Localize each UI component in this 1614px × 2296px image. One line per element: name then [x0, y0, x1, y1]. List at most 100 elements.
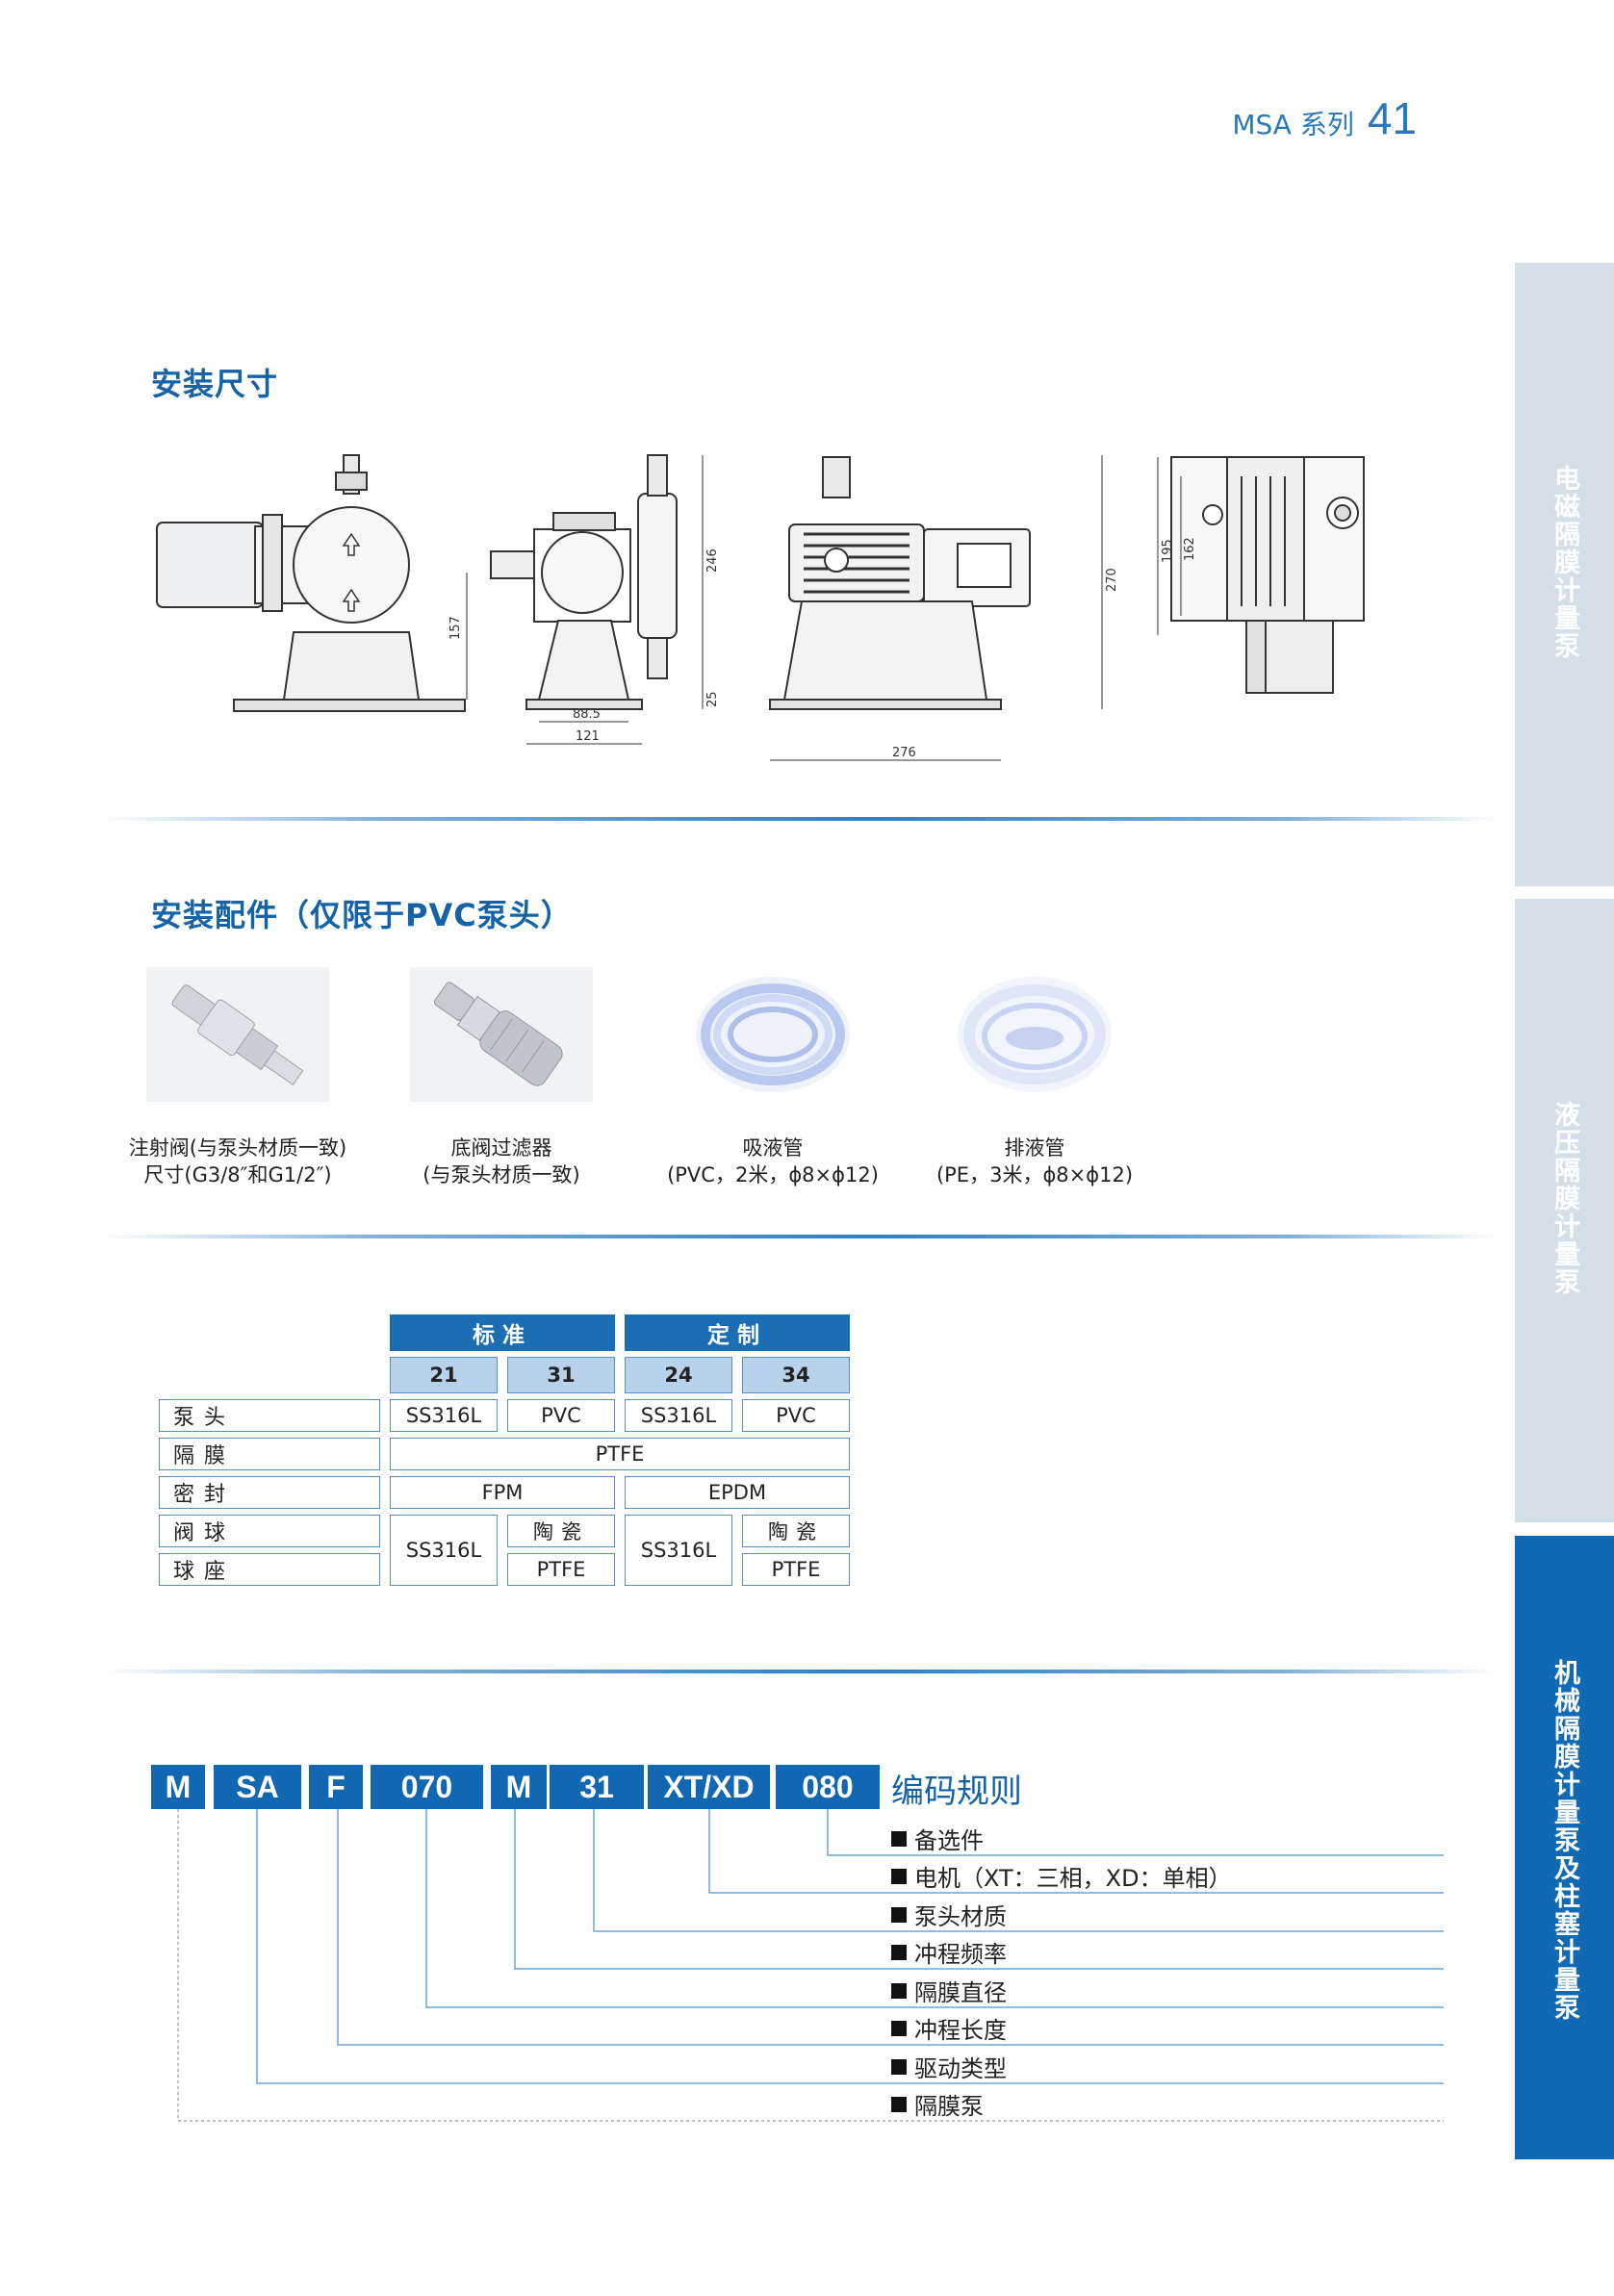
legend-label: 隔膜直径 [914, 1979, 1007, 2006]
legend-item: 冲程长度 [891, 2011, 1007, 2045]
bullet-square-icon [891, 1944, 907, 1960]
row-label: 球座 [159, 1553, 380, 1586]
dim-label: 121 [576, 729, 600, 744]
legend-item: 隔膜直径 [891, 1974, 1007, 2007]
table-cell: SS316L [625, 1515, 732, 1586]
side-tab-hydraulic[interactable]: 液压隔膜计量泵 [1515, 899, 1614, 1522]
table-cell: FPM [390, 1476, 615, 1509]
row-label: 泵头 [159, 1399, 380, 1432]
accessory-discharge-tube: 排液管 (PE，3米，ϕ8×ϕ12) [909, 967, 1160, 1188]
series-label: MSA 系列 [1232, 109, 1354, 140]
accessory-injection-valve: 注射阀(与泵头材质一致) 尺寸(G3/8″和G1/2″) [113, 967, 363, 1188]
accessory-caption: (PE，3米，ϕ8×ϕ12) [935, 1163, 1134, 1186]
bullet-square-icon [891, 1982, 907, 1999]
injection-valve-image [146, 967, 329, 1102]
table-row: 球座 PTFE PTFE [159, 1553, 850, 1586]
side-tab-mechanical[interactable]: 机械隔膜计量泵及柱塞计量泵 [1515, 1536, 1614, 2159]
table-row: 密封 FPM EPDM [159, 1476, 850, 1509]
table-cell: SS316L [390, 1515, 498, 1586]
pump-dimension-drawings: 157 246 88.5 121 25 270 276 195 162 [156, 454, 1365, 761]
table-cell: PTFE [742, 1553, 850, 1586]
accessory-caption: 排液管 [1004, 1136, 1065, 1160]
page-number: 41 [1367, 93, 1417, 143]
top-view-drawing [1157, 456, 1365, 694]
row-label: 隔膜 [159, 1438, 380, 1470]
table-cell: 陶瓷 [742, 1515, 850, 1547]
dim-label: 270 [1105, 568, 1119, 592]
bullet-square-icon [891, 1868, 907, 1884]
dim-label: 88.5 [573, 707, 601, 722]
materials-table: 标准 定制 21 31 24 34 泵头 SS316L PVC SS316L P… [149, 1309, 859, 1592]
table-cell: PTFE [390, 1438, 850, 1470]
code-header: 31 [507, 1357, 615, 1393]
dim-label: 276 [892, 746, 916, 760]
table-row: 泵头 SS316L PVC SS316L PVC [159, 1399, 850, 1432]
side-tab-label: 机械隔膜计量泵及柱塞计量泵 [1550, 1659, 1579, 2022]
accessory-caption: 吸液管 [742, 1136, 804, 1160]
front-view-drawing [156, 454, 466, 712]
code-box: SA [214, 1765, 301, 1809]
bullet-square-icon [891, 2020, 907, 2036]
suction-tube-image [696, 977, 850, 1092]
rear-view-drawing [769, 455, 1103, 761]
legend-item: 隔膜泵 [891, 2087, 984, 2121]
legend-label: 电机（XT：三相，XD：单相） [914, 1865, 1232, 1892]
legend-item: 泵头材质 [891, 1898, 1007, 1931]
legend-item: 驱动类型 [891, 2050, 1007, 2083]
bullet-square-icon [891, 1830, 907, 1847]
side-view-drawing [466, 454, 704, 745]
section-divider [101, 817, 1497, 821]
bullet-square-icon [891, 2058, 907, 2075]
legend-item: 备选件 [891, 1822, 984, 1855]
accessory-caption: 注射阀(与泵头材质一致) [128, 1136, 347, 1160]
group-custom-header: 定制 [625, 1314, 850, 1351]
legend-label: 隔膜泵 [914, 2093, 984, 2120]
legend-label: 备选件 [914, 1827, 984, 1854]
code-box: F [309, 1765, 363, 1809]
accessory-foot-valve: 底阀过滤器 (与泵头材质一致) [376, 967, 627, 1188]
dim-label: 195 [1161, 539, 1175, 563]
code-box: M [151, 1765, 205, 1809]
row-label: 密封 [159, 1476, 380, 1509]
table-cell: SS316L [625, 1399, 732, 1432]
accessories-title: 安装配件（仅限于PVC泵头） [151, 897, 573, 933]
group-standard-header: 标准 [390, 1314, 615, 1351]
dim-label: 157 [448, 616, 463, 640]
bullet-square-icon [891, 2096, 907, 2112]
code-box: XT/XD [648, 1765, 770, 1809]
side-tab-label: 液压隔膜计量泵 [1550, 1101, 1579, 1296]
code-header: 34 [742, 1357, 850, 1393]
section-divider [101, 1235, 1497, 1238]
table-cell: PTFE [507, 1553, 615, 1586]
table-cell: EPDM [625, 1476, 850, 1509]
section-divider [101, 1670, 1497, 1673]
table-cell: SS316L [390, 1399, 498, 1432]
foot-valve-image [410, 967, 593, 1102]
legend-label: 泵头材质 [914, 1903, 1007, 1930]
side-tab-solenoid[interactable]: 电磁隔膜计量泵 [1515, 263, 1614, 886]
dim-label: 162 [1183, 537, 1197, 561]
discharge-tube-image [958, 977, 1112, 1092]
coding-rule-title: 编码规则 [891, 1773, 1022, 1811]
code-box: 31 [550, 1765, 644, 1809]
code-header: 21 [390, 1357, 498, 1393]
code-box: 070 [371, 1765, 483, 1809]
row-label: 阀球 [159, 1515, 380, 1547]
legend-item: 电机（XT：三相，XD：单相） [891, 1859, 1232, 1893]
table-cell: PVC [507, 1399, 615, 1432]
accessory-caption: 尺寸(G3/8″和G1/2″) [143, 1163, 332, 1186]
dim-label: 246 [705, 548, 720, 573]
code-box: 080 [776, 1765, 880, 1809]
table-row: 隔膜 PTFE [159, 1438, 850, 1470]
accessory-caption: (与泵头材质一致) [423, 1163, 580, 1186]
accessory-suction-tube: 吸液管 (PVC，2米，ϕ8×ϕ12) [648, 967, 898, 1188]
accessory-caption: 底阀过滤器 [450, 1136, 552, 1160]
legend-label: 冲程长度 [914, 2017, 1007, 2044]
legend-label: 驱动类型 [914, 2055, 1007, 2082]
table-row: 阀球 SS316L 陶瓷 SS316L 陶瓷 [159, 1515, 850, 1586]
legend-item: 冲程频率 [891, 1935, 1007, 1969]
page-header: MSA 系列 41 [1232, 92, 1417, 144]
install-dims-title: 安装尺寸 [151, 366, 279, 402]
dim-label: 25 [705, 691, 720, 707]
